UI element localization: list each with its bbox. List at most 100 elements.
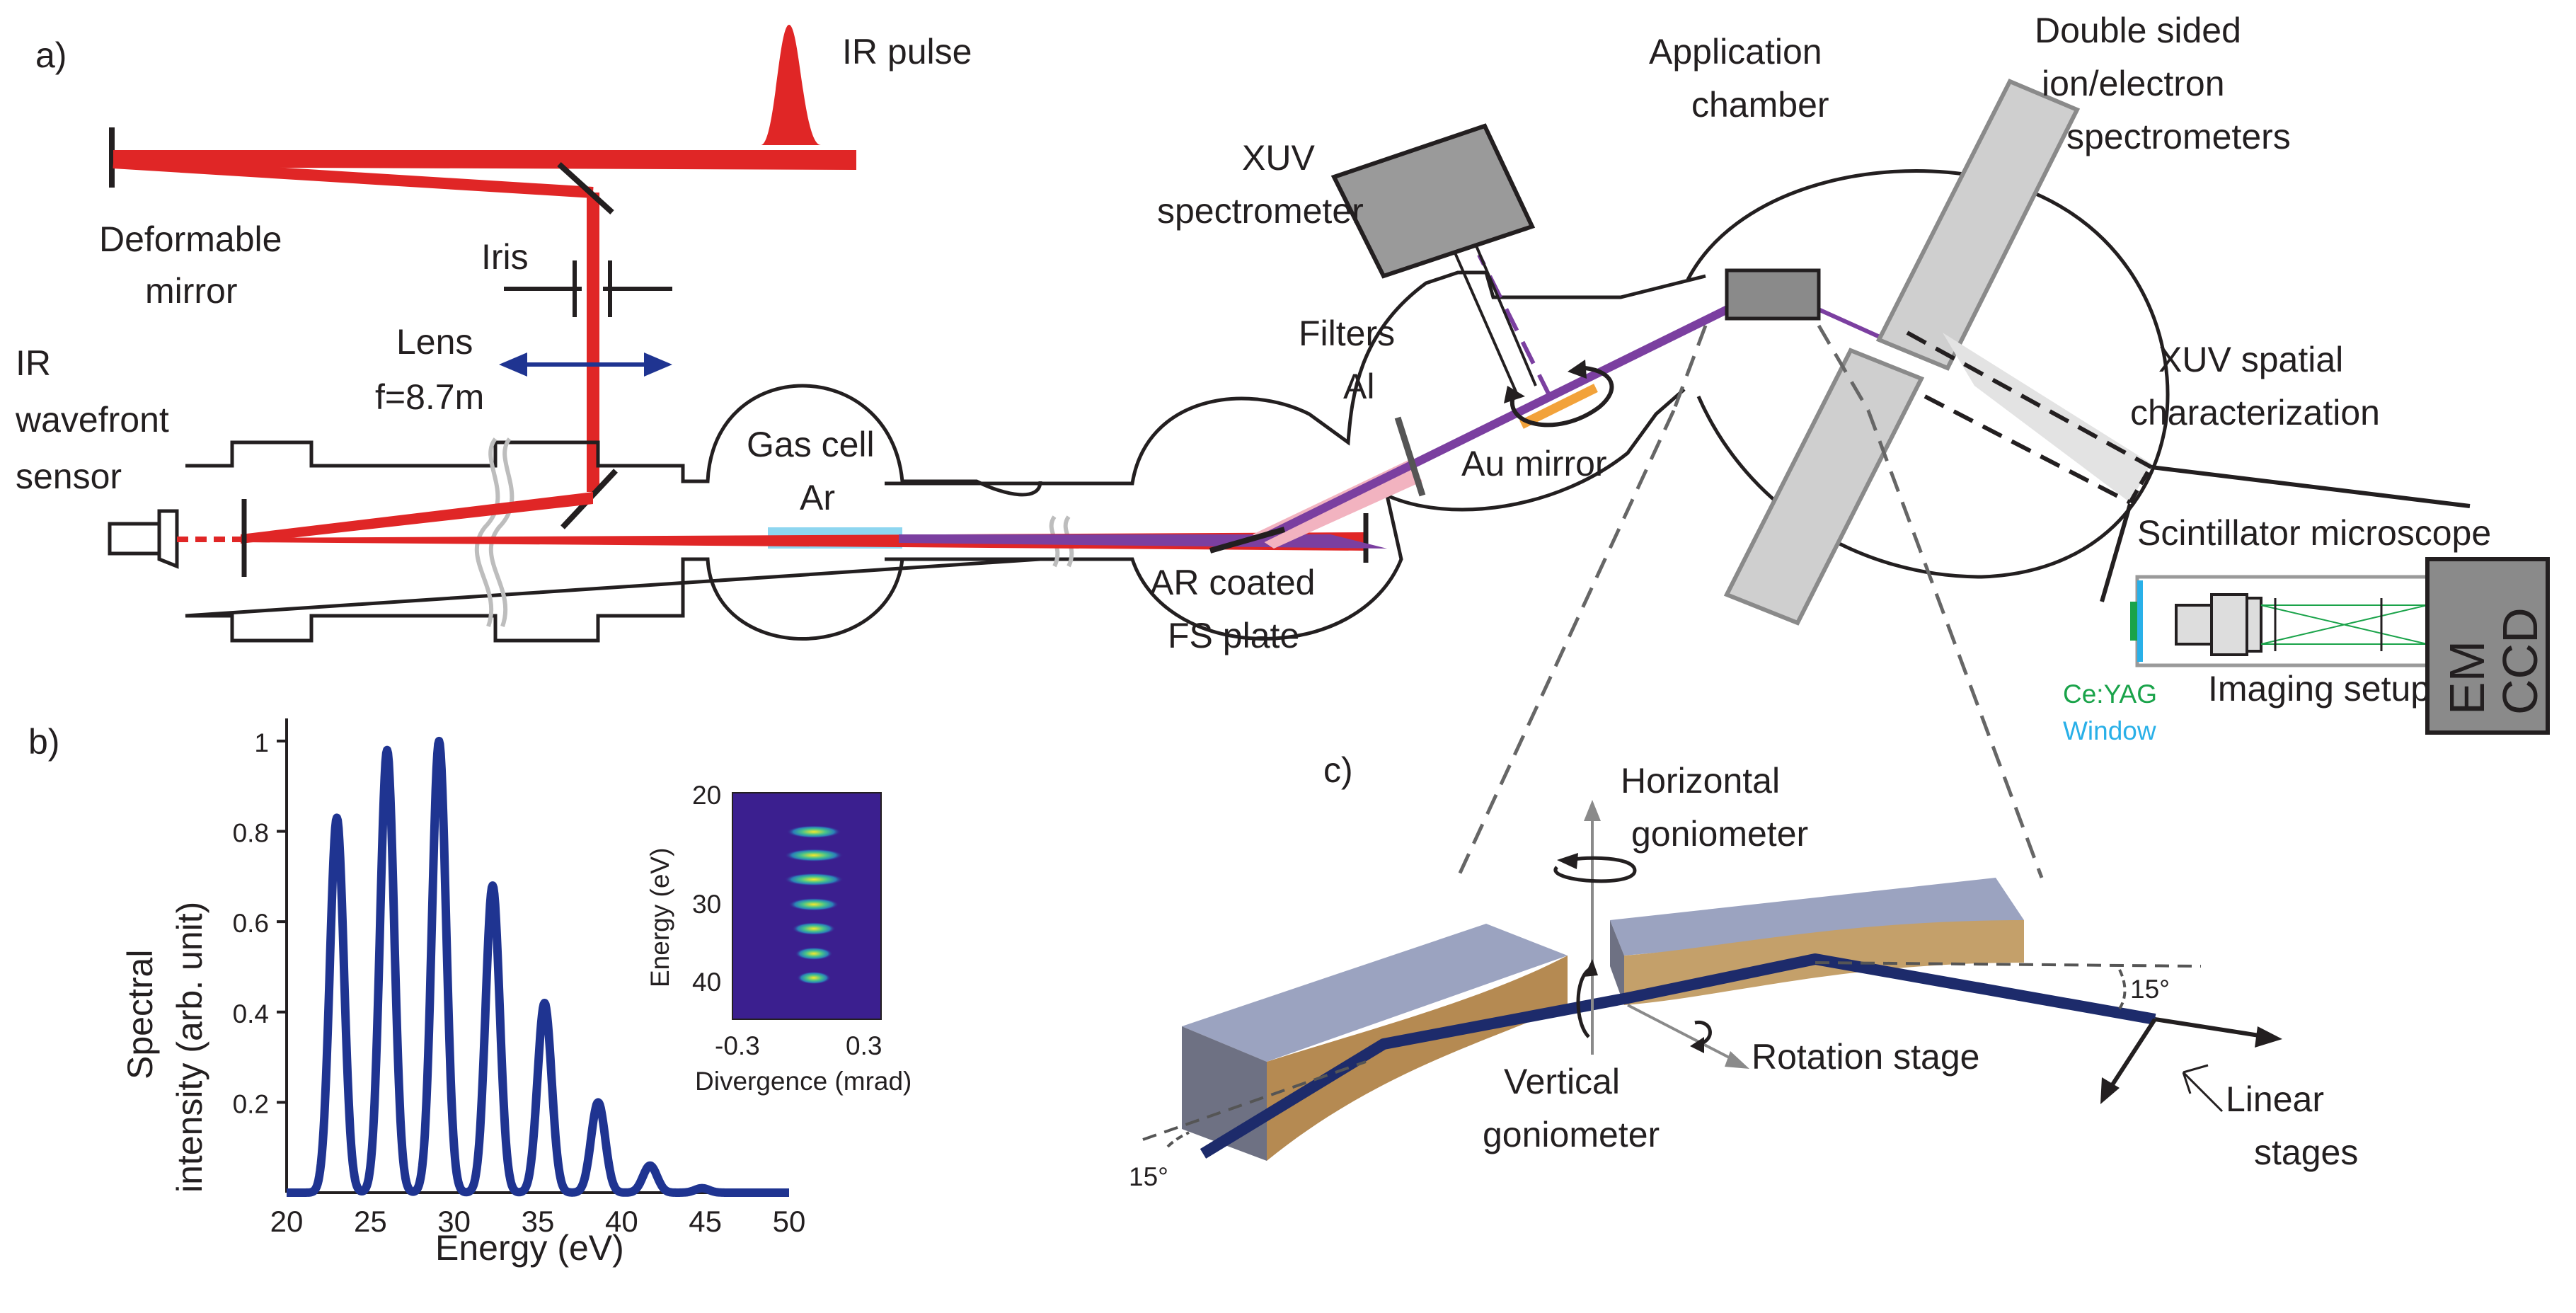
xuv-spatial-tube-edge-bottom	[1924, 394, 2132, 505]
spectrum-x-tick-label: 25	[354, 1205, 387, 1238]
vertical-goniometer-rotation-head	[1584, 959, 1598, 977]
xuv-spectrometer-tube-b	[1474, 243, 1537, 386]
inset-y-label: Energy (eV)	[645, 848, 674, 987]
xuv-spectrometer-box	[1330, 123, 1536, 279]
ir-pulse-shape	[761, 25, 821, 145]
inset-xtick: -0.3	[715, 1031, 760, 1060]
spectrum-y-ticks: 0.20.40.60.81	[233, 728, 287, 1118]
spectrum-x-tick-label: 45	[689, 1205, 722, 1238]
panel-c-tag: c)	[1323, 750, 1353, 790]
inset-harmonic-blob	[792, 922, 836, 935]
objective-lens	[2175, 593, 2262, 656]
linear-stage-arrow-x-head	[2255, 1026, 2282, 1048]
imaging-setup-label: Imaging setup	[2208, 669, 2430, 709]
linear-stages-label: Linear stages	[2226, 1079, 2358, 1172]
horizontal-goniometer-label: Horizontal goniometer	[1621, 761, 1808, 854]
spectrum-x-tick-label: 50	[773, 1205, 806, 1238]
horizontal-goniometer-rotation-head	[1557, 853, 1578, 869]
right-mirror-top	[1610, 878, 2024, 956]
angle-arc-left	[1166, 1131, 1190, 1148]
xuv-spatial-tube-edge-top	[1906, 331, 2153, 469]
vacuum-chamber-left	[185, 384, 1042, 643]
au-mirror	[1519, 384, 1598, 429]
linear-stages-pointer	[2182, 1064, 2224, 1113]
panel-b-tag: b)	[28, 722, 59, 762]
spectrum-x-label: Energy (eV)	[435, 1228, 624, 1268]
ar-plate-label: AR coated FS plate	[1150, 563, 1325, 655]
left-mirror-top	[1182, 924, 1568, 1062]
spectrum-line	[283, 736, 793, 1197]
reference-line-right	[1815, 961, 2202, 968]
inset-x-ticks: -0.3 0.3	[715, 1031, 882, 1060]
inset-harmonic-blob	[784, 849, 844, 862]
inset-xtick: 0.3	[846, 1031, 882, 1060]
ar-fs-plate	[1209, 527, 1286, 554]
lens-arrow	[499, 352, 672, 377]
panel-a-tag: a)	[35, 35, 67, 75]
scintillator-microscope-label: Scintillator microscope	[2137, 513, 2491, 553]
gas-cell-label: Gas cell Ar	[747, 425, 885, 517]
window-label: Window	[2063, 716, 2156, 745]
ion-spectrometers-label: Double sided ion/electron spectrometers	[2035, 11, 2291, 156]
vacuum-chamber-middle	[885, 270, 1706, 641]
ir-beam-input	[113, 150, 856, 170]
spectrum-x-tick-label: 20	[270, 1205, 304, 1238]
application-chamber-label: Application chamber	[1649, 32, 1832, 125]
iris	[504, 260, 672, 317]
reference-line-left	[1142, 1060, 1367, 1141]
xuv-beam-into-spectrometers	[1814, 306, 1887, 342]
zoom-line-left-a	[1672, 325, 1708, 411]
inset-x-label: Divergence (mrad)	[695, 1067, 912, 1096]
imaging-lenses	[2274, 598, 2383, 651]
spectrum-y-tick-label: 0.4	[233, 999, 269, 1028]
ce-yag-crystal	[2130, 602, 2137, 641]
spectrum-x-tick-label: 40	[605, 1205, 638, 1238]
spectrum-y-tick-label: 0.8	[233, 819, 269, 848]
vertical-goniometer-rotation	[1576, 968, 1590, 1038]
inset-harmonic-blob	[788, 898, 839, 911]
filters-label: Filters Al	[1299, 314, 1405, 406]
panel-c: c) Horizontal goniometer Verti	[1129, 409, 2358, 1191]
em-ccd-label: EM CCD	[2439, 607, 2548, 715]
xuv-spatial-tube	[1943, 333, 2151, 503]
horizontal-goniometer-rotation	[1553, 856, 1637, 883]
inset-harmonic-blob	[784, 873, 844, 886]
xuv-spectrometer-tube-a	[1453, 251, 1519, 397]
spectrum-y-label: Spectral intensity (arb. unit)	[120, 902, 209, 1193]
window-plate	[2137, 580, 2143, 662]
spectrum-x-tick-label: 35	[522, 1205, 555, 1238]
linear-stage-arrow-y	[2107, 1018, 2157, 1091]
em-ccd-camera	[2425, 557, 2550, 735]
ion-spectrometer-top	[1875, 79, 2081, 371]
zoom-line-right-b	[1866, 410, 2044, 878]
au-mirror-label: Au mirror	[1461, 444, 1607, 483]
angle-arc-right	[2118, 969, 2127, 1010]
au-mirror-rotation-arrow	[1510, 366, 1614, 428]
au-mirror-rotation-arrowhead-2	[1568, 360, 1587, 379]
ir-beam-to-mirror	[113, 157, 594, 198]
iris-label: Iris	[481, 237, 529, 277]
au-mirror-rotation-arrowhead-1	[1504, 386, 1525, 403]
rotation-stage-rotation-head	[1690, 1037, 1704, 1053]
angle-left-label: 15°	[1129, 1162, 1168, 1191]
xuv-spectrometer-label: XUV spectrometer	[1157, 138, 1364, 231]
xuv-spatial-label: XUV spatial characterization	[2130, 340, 2380, 432]
microscope-line-bottom	[2100, 503, 2132, 602]
microscope-line-top	[2151, 465, 2471, 508]
horizontal-goniometer-axis-head	[1584, 800, 1601, 821]
filter	[1394, 416, 1426, 497]
wavefront-sensor-device	[108, 509, 179, 569]
ion-spectrometer-bottom	[1723, 348, 1925, 626]
spectrum-y-tick-label: 1	[254, 728, 269, 757]
fold-mirror-top	[557, 162, 614, 214]
spectrum-y-tick-label: 0.6	[233, 909, 269, 938]
right-mirror-side	[1610, 920, 1624, 1005]
inset-heatmap-blobs	[784, 825, 844, 985]
rotation-stage-axis	[1627, 1004, 1738, 1063]
xuv-beam-path	[1200, 953, 2156, 1159]
inset-harmonic-blob	[795, 947, 833, 961]
zoom-line-left-b	[1456, 409, 1676, 879]
